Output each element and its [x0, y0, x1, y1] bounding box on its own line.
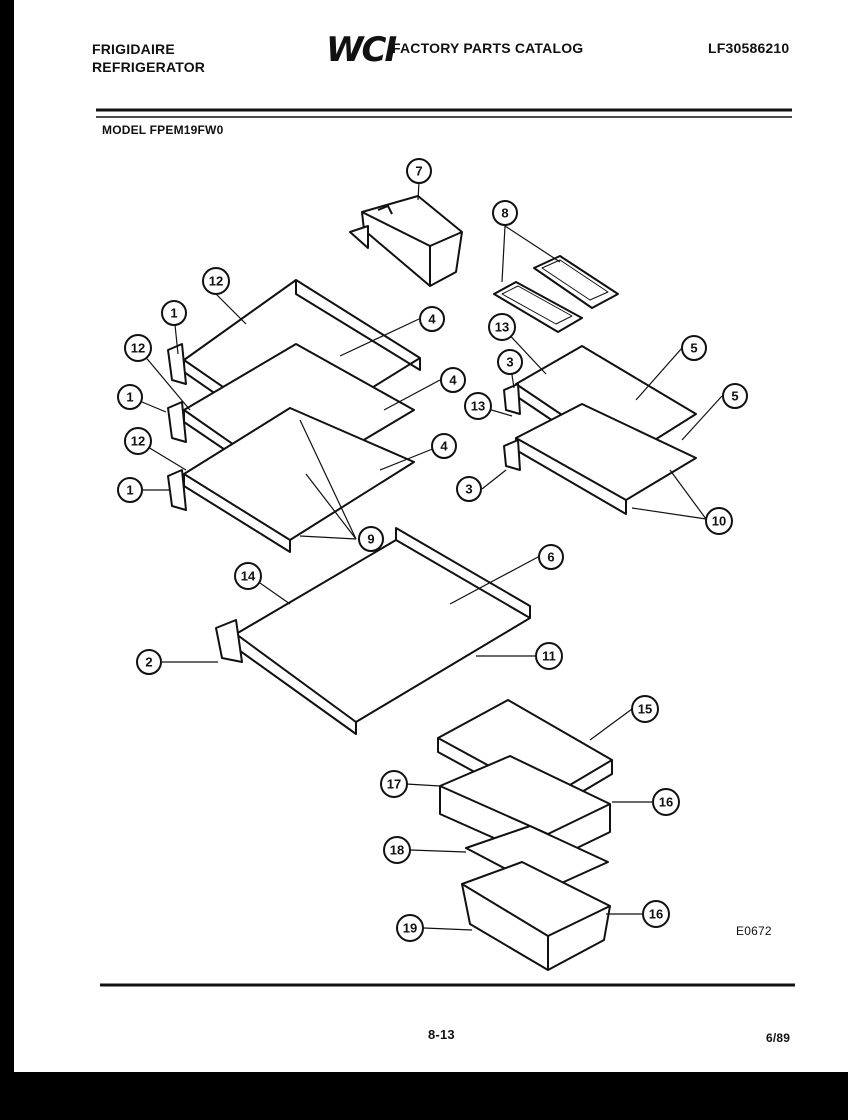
- callout-4: 4: [440, 367, 466, 393]
- scan-left-edge: [0, 0, 14, 1072]
- svg-text:13: 13: [495, 320, 509, 335]
- callout-2: 2: [136, 649, 162, 675]
- brand-block: FRIGIDAIRE REFRIGERATOR: [92, 40, 205, 76]
- callout-16: 16: [652, 788, 680, 816]
- svg-text:15: 15: [638, 702, 652, 717]
- svg-text:1: 1: [126, 483, 133, 498]
- scan-bottom-edge: [0, 1072, 848, 1120]
- callout-13: 13: [464, 392, 492, 420]
- svg-text:8: 8: [501, 206, 508, 221]
- callout-5: 5: [681, 335, 707, 361]
- wci-logo: WCI: [326, 30, 397, 70]
- svg-text:4: 4: [440, 439, 448, 454]
- page-number: 8-13: [428, 1027, 455, 1042]
- svg-text:3: 3: [506, 355, 513, 370]
- svg-text:2: 2: [145, 655, 152, 670]
- svg-text:12: 12: [131, 341, 145, 356]
- callout-9: 9: [358, 526, 384, 552]
- crisper-pan-lower: [461, 861, 611, 971]
- right-shelf-lower: [503, 403, 697, 515]
- svg-text:14: 14: [241, 569, 256, 584]
- callout-19: 19: [396, 914, 424, 942]
- svg-text:4: 4: [449, 373, 457, 388]
- svg-text:5: 5: [731, 389, 738, 404]
- svg-text:16: 16: [649, 907, 663, 922]
- svg-text:10: 10: [712, 514, 726, 529]
- catalog-sheet: FRIGIDAIRE REFRIGERATOR WCI FACTORY PART…: [14, 0, 848, 1072]
- svg-text:9: 9: [367, 532, 374, 547]
- callout-16: 16: [642, 900, 670, 928]
- callout-4: 4: [431, 433, 457, 459]
- svg-text:18: 18: [390, 843, 404, 858]
- callout-1: 1: [117, 384, 143, 410]
- callout-15: 15: [631, 695, 659, 723]
- callout-3: 3: [456, 476, 482, 502]
- callout-5: 5: [722, 383, 748, 409]
- svg-text:16: 16: [659, 795, 673, 810]
- callout-18: 18: [383, 836, 411, 864]
- svg-text:1: 1: [170, 306, 177, 321]
- callout-11: 11: [535, 642, 563, 670]
- callout-6: 6: [538, 544, 564, 570]
- model-label: MODEL FPEM19FW0: [102, 123, 224, 137]
- svg-text:4: 4: [428, 312, 436, 327]
- svg-text:1: 1: [126, 390, 133, 405]
- svg-text:7: 7: [415, 164, 422, 179]
- callout-17: 17: [380, 770, 408, 798]
- print-date: 6/89: [766, 1031, 791, 1045]
- svg-text:19: 19: [403, 921, 417, 936]
- callout-13: 13: [488, 313, 516, 341]
- callout-8: 8: [492, 200, 518, 226]
- callout-1: 1: [117, 477, 143, 503]
- callout-12: 12: [124, 427, 152, 455]
- svg-text:12: 12: [131, 434, 145, 449]
- callout-10: 10: [705, 507, 733, 535]
- callout-4: 4: [419, 306, 445, 332]
- svg-text:11: 11: [542, 649, 556, 664]
- diagram-code: E0672: [736, 924, 772, 938]
- callout-14: 14: [234, 562, 262, 590]
- svg-text:12: 12: [209, 274, 223, 289]
- svg-text:17: 17: [387, 777, 401, 792]
- svg-text:5: 5: [690, 341, 697, 356]
- callout-12: 12: [124, 334, 152, 362]
- callout-7: 7: [406, 158, 432, 184]
- svg-text:13: 13: [471, 399, 485, 414]
- callouts: 7 8 12 1 4 12 13 5 3 4 1 5 13 12 4 3 1 1…: [117, 158, 748, 942]
- callout-3: 3: [497, 349, 523, 375]
- svg-text:3: 3: [465, 482, 472, 497]
- svg-text:6: 6: [547, 550, 554, 565]
- ice-trays: [493, 255, 619, 333]
- product-type: REFRIGERATOR: [92, 59, 206, 75]
- left-shelf-lower: [167, 407, 415, 553]
- crisper-cover-shelf: [215, 527, 531, 735]
- leader-lines: [129, 181, 723, 931]
- door-bin: [349, 195, 463, 287]
- callout-1: 1: [161, 300, 187, 326]
- brand-name: FRIGIDAIRE: [92, 41, 175, 57]
- document-number: LF30586210: [708, 40, 790, 56]
- callout-12: 12: [202, 267, 230, 295]
- catalog-title: FACTORY PARTS CATALOG: [392, 40, 584, 56]
